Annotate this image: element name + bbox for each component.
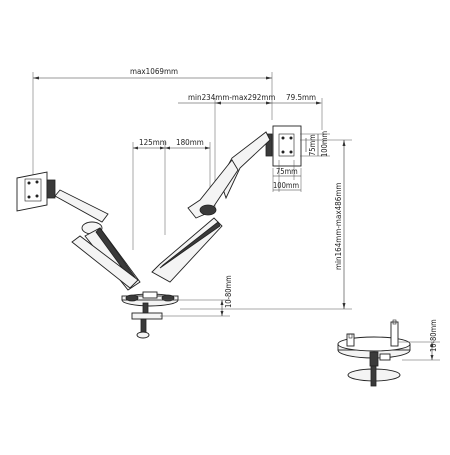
- vesa-plate-right: [265, 125, 302, 167]
- dim-height: 10-80mm min164mm-max486mm: [150, 139, 352, 317]
- base-detail: [337, 319, 411, 387]
- label-vesa-h-small: 75mm: [308, 134, 317, 156]
- label-max-reach: max1069mm: [130, 67, 178, 76]
- vesa-plate-left: [16, 171, 56, 212]
- label-vesa-h-large: 100mm: [320, 131, 329, 157]
- dim-vesa-right: 75mm 100mm 75mm 100mm: [272, 131, 330, 192]
- arm-left: [54, 189, 141, 291]
- label-seg-left: 125mm: [139, 138, 167, 147]
- arm-right: [151, 131, 271, 283]
- label-vesa-w-large: 100mm: [273, 181, 299, 190]
- label-vesa-w-small: 75mm: [276, 167, 298, 176]
- base-main: [121, 291, 179, 339]
- label-clamp-detail: 10-80mm: [429, 319, 438, 352]
- dim-max-reach: max1069mm: [32, 67, 273, 175]
- label-clamp-main: 10-80mm: [224, 275, 233, 308]
- dim-clamp-detail: 10-80mm: [398, 319, 440, 361]
- label-offset: 79.5mm: [286, 93, 316, 102]
- label-height-range: min164mm-max486mm: [334, 183, 343, 270]
- label-seg-right: 180mm: [176, 138, 204, 147]
- label-arm-range: min234mm-max292mm: [188, 93, 275, 102]
